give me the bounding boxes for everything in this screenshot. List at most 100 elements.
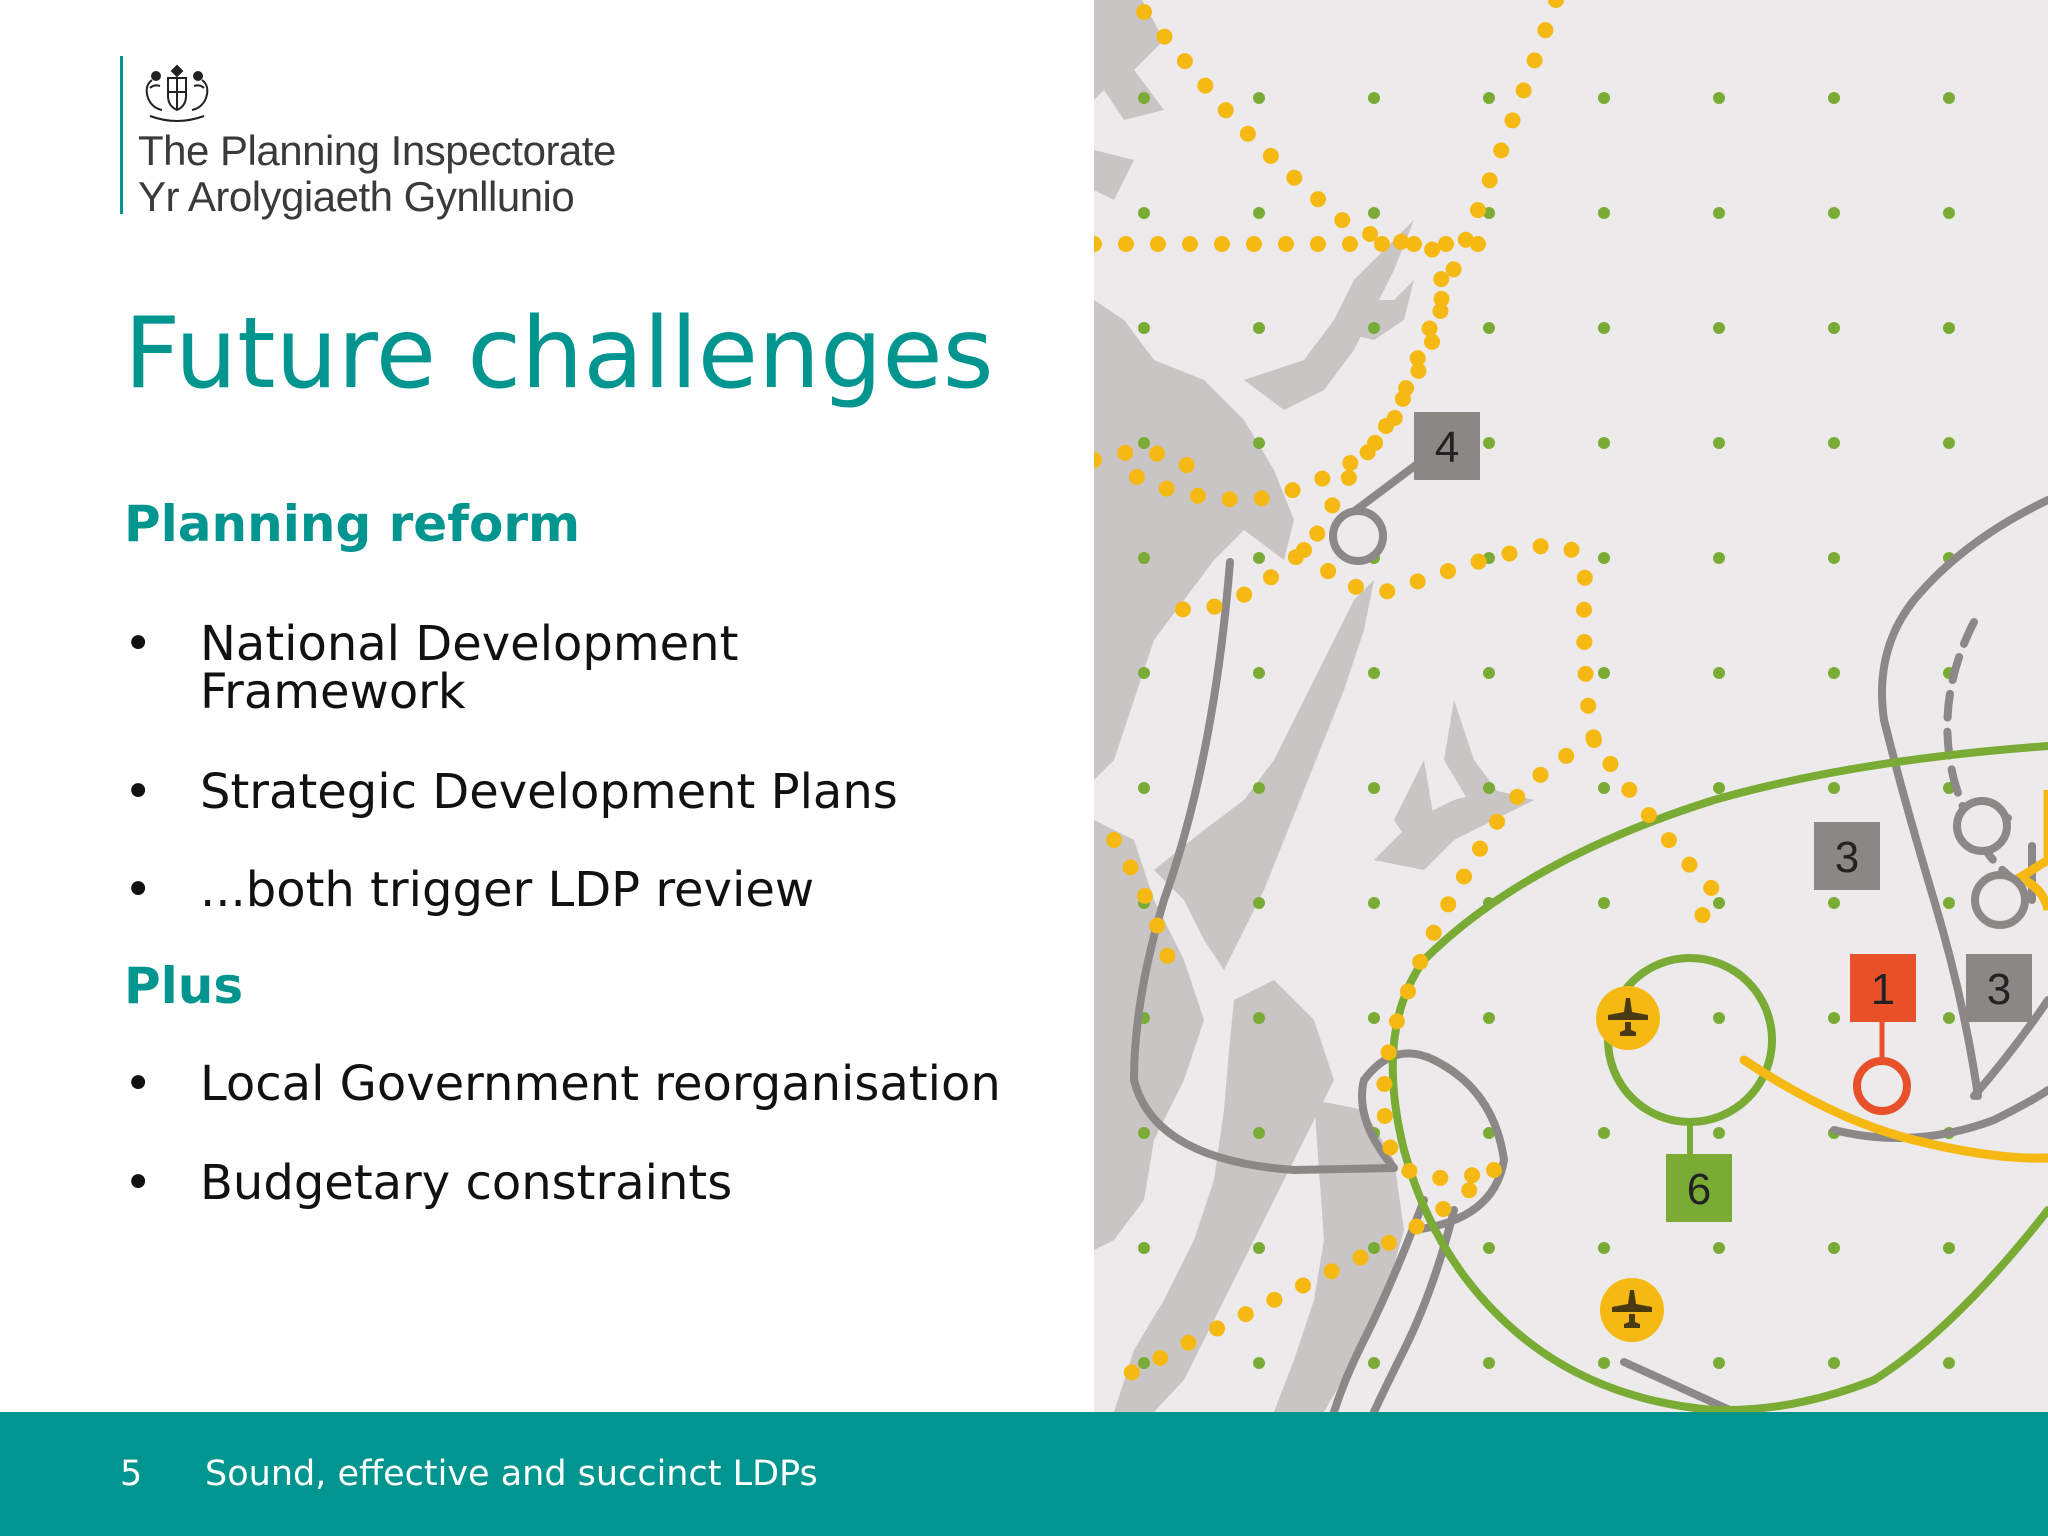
station-circles <box>1329 507 2029 1115</box>
grid-dot <box>1943 1012 1955 1024</box>
grid-dot <box>1598 897 1610 909</box>
marker-3-lower: 3 <box>1966 954 2032 1022</box>
marker-label: 3 <box>1835 833 1859 882</box>
grid-dot <box>1598 1127 1610 1139</box>
grid-dot <box>1598 207 1610 219</box>
marker-1: 1 <box>1850 954 1916 1022</box>
grid-dot <box>1713 552 1725 564</box>
grid-dot <box>1483 667 1495 679</box>
grey-dashed-route <box>1943 618 2018 884</box>
grid-dot <box>1943 897 1955 909</box>
bullet-text: Strategic Development Plans <box>200 764 898 820</box>
marker-label: 6 <box>1687 1165 1711 1214</box>
grid-dot <box>1483 437 1495 449</box>
grid-dot <box>1713 92 1725 104</box>
grid-dot <box>1253 322 1265 334</box>
grid-dot <box>1368 207 1380 219</box>
grid-dot <box>1253 1012 1265 1024</box>
grid-dot <box>1943 322 1955 334</box>
grid-dot <box>1483 1242 1495 1254</box>
slide-title: Future challenges <box>124 297 994 411</box>
station-4 <box>1329 507 1387 565</box>
grid-dot <box>1828 552 1840 564</box>
grid-dot <box>1253 207 1265 219</box>
grid-dot <box>1368 1012 1380 1024</box>
page-number: 5 <box>120 1454 143 1494</box>
grid-dot <box>1828 782 1840 794</box>
grid-dot <box>1713 1012 1725 1024</box>
green-dot-grid <box>1138 92 1955 1369</box>
grid-dot <box>1828 1242 1840 1254</box>
bullet-dot-icon: • <box>124 616 153 672</box>
grid-dot <box>1483 322 1495 334</box>
bullet-item: •National Development Framework <box>124 620 920 716</box>
grid-dot <box>1368 92 1380 104</box>
bullet-item: •Strategic Development Plans <box>124 768 1084 816</box>
station-1 <box>1853 1057 1911 1115</box>
marker-3-upper: 3 <box>1814 822 1880 890</box>
grid-dot <box>1483 782 1495 794</box>
bullet-text: Budgetary constraints <box>200 1155 733 1211</box>
footer-bar: 5 Sound, effective and succinct LDPs <box>0 1412 2048 1536</box>
bullet-item: •Budgetary constraints <box>124 1159 1084 1207</box>
org-name: The Planning Inspectorate Yr Arolygiaeth… <box>138 128 616 220</box>
grid-dot <box>1253 1242 1265 1254</box>
yellow-arc <box>2021 875 2048 912</box>
grid-dot <box>1828 207 1840 219</box>
grid-dot <box>1253 782 1265 794</box>
grid-dot <box>1598 92 1610 104</box>
bullet-dot-icon: • <box>124 764 153 820</box>
grid-dot <box>1138 782 1150 794</box>
grid-dot <box>1598 1242 1610 1254</box>
grid-dot <box>1828 322 1840 334</box>
bullet-item: •...both trigger LDP review <box>124 866 1084 914</box>
grid-dot <box>1138 1242 1150 1254</box>
station-3-lower <box>1971 871 2029 929</box>
grid-dot <box>1598 322 1610 334</box>
marker-label: 4 <box>1435 423 1459 472</box>
grid-dot <box>1598 1357 1610 1369</box>
grid-dot <box>1138 322 1150 334</box>
grid-dot <box>1828 1012 1840 1024</box>
grid-dot <box>1943 437 1955 449</box>
footer-title: Sound, effective and succinct LDPs <box>205 1454 818 1494</box>
bullet-dot-icon: • <box>124 1155 153 1211</box>
bullet-list-plus: •Local Government reorganisation •Budget… <box>124 1060 1084 1207</box>
grid-dot <box>1943 207 1955 219</box>
grid-dot <box>1713 207 1725 219</box>
grid-dot <box>1713 1357 1725 1369</box>
grid-dot <box>1598 667 1610 679</box>
grid-dot <box>1483 1127 1495 1139</box>
grid-dot <box>1253 1357 1265 1369</box>
bullet-text: National Development Framework <box>200 616 739 720</box>
marker-label: 1 <box>1871 965 1895 1014</box>
bullet-item: •Local Government reorganisation <box>124 1060 1084 1108</box>
grid-dot <box>1598 552 1610 564</box>
grid-dot <box>1598 782 1610 794</box>
grid-dot <box>1713 1242 1725 1254</box>
number-markers: 4 3 3 1 6 <box>1414 412 2032 1222</box>
grid-dot <box>1828 437 1840 449</box>
yellow-solid-route-right <box>2013 790 2048 884</box>
marker-4: 4 <box>1414 412 1480 480</box>
grid-dot <box>1138 1127 1150 1139</box>
logo-divider <box>120 56 123 214</box>
bullet-text: Local Government reorganisation <box>200 1056 1001 1112</box>
grid-dot <box>1713 322 1725 334</box>
airplane-icon <box>1596 986 1660 1050</box>
grid-dot <box>1713 782 1725 794</box>
grid-dot <box>1368 897 1380 909</box>
grid-dot <box>1138 667 1150 679</box>
marker-6: 6 <box>1666 1154 1732 1222</box>
grid-dot <box>1368 1242 1380 1254</box>
grid-dot <box>1253 1127 1265 1139</box>
grid-dot <box>1828 667 1840 679</box>
section-heading-plus: Plus <box>124 957 244 1015</box>
grid-dot <box>1253 897 1265 909</box>
grid-dot <box>1138 437 1150 449</box>
grid-dot <box>1368 1357 1380 1369</box>
org-name-welsh: Yr Arolygiaeth Gynllunio <box>138 173 575 220</box>
grid-dot <box>1713 897 1725 909</box>
grid-dot <box>1483 92 1495 104</box>
